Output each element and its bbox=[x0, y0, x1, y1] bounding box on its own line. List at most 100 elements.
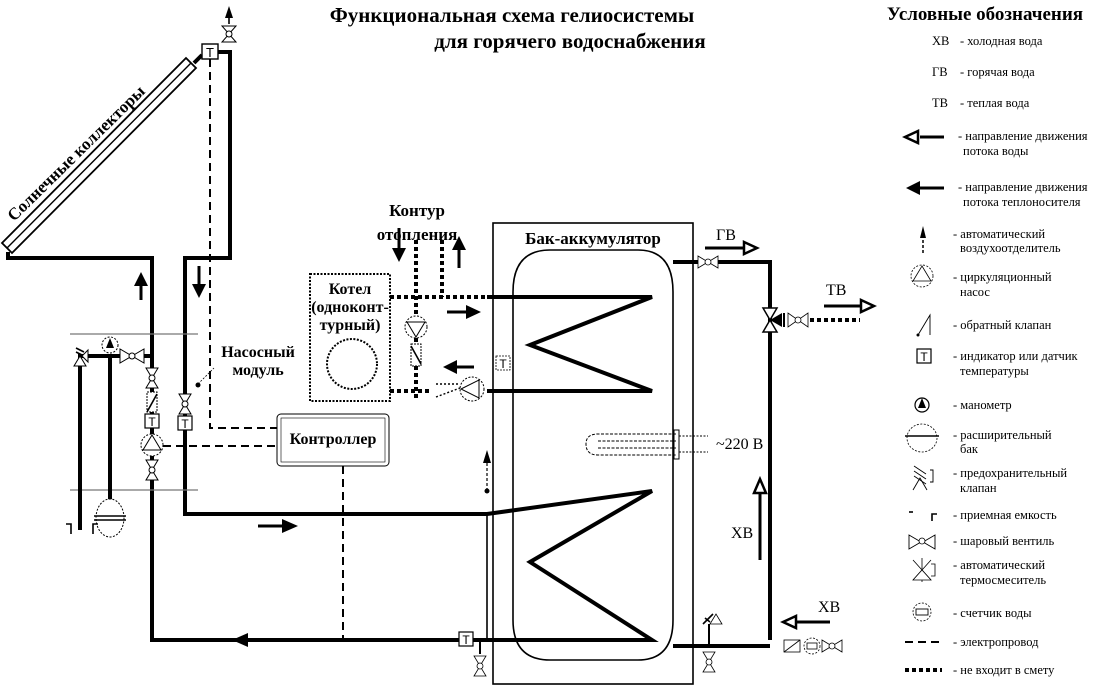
svg-text:термосмеситель: термосмеситель bbox=[960, 573, 1046, 587]
svg-text:- счетчик воды: - счетчик воды bbox=[953, 606, 1032, 620]
warm-water-arrow bbox=[824, 298, 877, 314]
circulation-pump-icon bbox=[140, 433, 164, 457]
check-valve-icon bbox=[410, 343, 422, 367]
collector-return-pipe bbox=[183, 50, 487, 516]
legend-item-temp-sensor: Т - индикатор или датчик температуры bbox=[916, 348, 1079, 378]
pump-module-label-line1: Насосный bbox=[221, 344, 295, 361]
svg-text:- обратный клапан: - обратный клапан bbox=[953, 318, 1052, 332]
check-valve-icon bbox=[783, 639, 801, 653]
cold-water-label-1: ХВ bbox=[731, 525, 753, 542]
diagram-title-line1: Функциональная схема гелиосистемы bbox=[330, 3, 695, 27]
legend-item-coolant-flow: - направление движения потока теплоносит… bbox=[906, 180, 1088, 209]
svg-text:- приемная емкость: - приемная емкость bbox=[953, 508, 1057, 522]
controller-box: Контроллер bbox=[276, 413, 390, 467]
ball-valve-icon bbox=[119, 348, 145, 364]
legend-item-container: - приемная емкость bbox=[909, 508, 1057, 522]
air-vent-icon bbox=[920, 226, 926, 254]
cold-water-label-2: ХВ bbox=[818, 599, 840, 616]
svg-text:- холодная вода: - холодная вода bbox=[960, 34, 1043, 48]
ball-valve-icon bbox=[787, 312, 809, 328]
svg-text:- шаровый вентиль: - шаровый вентиль bbox=[953, 534, 1055, 548]
water-meter-icon bbox=[803, 637, 821, 655]
flow-arrow-left bbox=[443, 360, 474, 374]
temperature-sensor-icon: Т bbox=[144, 413, 160, 429]
svg-text:ХВ: ХВ bbox=[932, 34, 949, 48]
legend-item-air-vent: - автоматический воздухоотделитель bbox=[920, 226, 1061, 255]
collector-outlet bbox=[192, 53, 204, 65]
electric-heater: ~220 В bbox=[585, 429, 763, 460]
svg-text:Т: Т bbox=[148, 415, 156, 429]
svg-text:ТВ: ТВ bbox=[932, 96, 948, 110]
hot-water-arrow bbox=[705, 240, 760, 256]
boiler-label-line3: турный) bbox=[320, 317, 381, 334]
svg-text:- циркуляционный: - циркуляционный bbox=[953, 270, 1052, 284]
legend-item-water-meter: - счетчик воды bbox=[912, 602, 1032, 622]
heating-arrow-down bbox=[392, 228, 406, 262]
svg-text:- направление движения: - направление движения bbox=[958, 180, 1088, 194]
svg-text:- индикатор или датчик: - индикатор или датчик bbox=[953, 349, 1079, 363]
warm-water-label: ТВ bbox=[826, 282, 846, 299]
legend-item-thermo-mixer: - автоматический термосмеситель bbox=[912, 558, 1046, 587]
solar-collectors-label: Солнечные коллекторы bbox=[3, 82, 148, 225]
ball-valve-icon bbox=[908, 534, 936, 550]
solid-arrow-left-icon bbox=[906, 181, 944, 195]
svg-text:- манометр: - манометр bbox=[953, 398, 1012, 412]
svg-text:- не входит в смету: - не входит в смету bbox=[953, 663, 1055, 677]
storage-tank: Бак-аккумулятор bbox=[492, 222, 694, 685]
check-valve-icon bbox=[916, 313, 931, 337]
svg-text:- расширительный: - расширительный bbox=[953, 428, 1052, 442]
legend-item-cold: ХВ - холодная вода bbox=[932, 34, 1043, 48]
svg-text:- предохранительный: - предохранительный bbox=[953, 466, 1067, 480]
manometer-icon bbox=[914, 397, 930, 413]
sensor-wire-collector bbox=[209, 59, 280, 429]
ball-valve-icon bbox=[821, 639, 843, 653]
tank-label: Бак-аккумулятор bbox=[525, 229, 661, 248]
legend-item-manometer: - манометр bbox=[914, 397, 1012, 413]
controller-tank-sensor-wire bbox=[342, 466, 465, 641]
boiler-label-line1: Котел bbox=[329, 281, 372, 298]
svg-text:- автоматический: - автоматический bbox=[953, 227, 1045, 241]
legend-item-electric-wire: - электропровод bbox=[905, 635, 1039, 649]
legend-title: Условные обозначения bbox=[887, 4, 1083, 25]
manometer-icon bbox=[101, 336, 119, 354]
svg-text:- электропровод: - электропровод bbox=[953, 635, 1039, 649]
air-vent-icon bbox=[220, 6, 238, 43]
svg-text:потока теплоносителя: потока теплоносителя bbox=[963, 195, 1081, 209]
legend-item-water-flow: - направление движения потока воды bbox=[902, 129, 1088, 158]
upper-heat-coil bbox=[487, 295, 653, 393]
air-vent-icon bbox=[483, 450, 491, 494]
heating-arrow-up bbox=[452, 236, 466, 268]
ball-valve-icon bbox=[145, 459, 159, 481]
water-meter-icon bbox=[912, 602, 932, 622]
legend-item-ball-valve: - шаровый вентиль bbox=[908, 534, 1055, 550]
cold-water-arrow-left bbox=[780, 614, 830, 630]
svg-text:- теплая вода: - теплая вода bbox=[960, 96, 1030, 110]
temperature-sensor-icon: Т bbox=[495, 355, 511, 371]
svg-text:Т: Т bbox=[181, 417, 189, 431]
circulation-pump-icon bbox=[910, 264, 934, 288]
svg-text:Т: Т bbox=[920, 350, 928, 364]
thermostatic-mixer-icon bbox=[761, 307, 785, 333]
boiler-box: Котел (одноконт- турный) bbox=[309, 273, 391, 402]
heating-circuit-label-line1: Контур bbox=[389, 201, 445, 220]
heating-circuit-label-line2: отопления bbox=[377, 225, 458, 244]
safety-valve-icon bbox=[73, 347, 89, 367]
legend-item-safety-valve: - предохранительный клапан bbox=[912, 465, 1067, 495]
svg-text:ГВ: ГВ bbox=[932, 65, 948, 79]
temperature-sensor-icon: Т bbox=[177, 415, 193, 431]
expansion-tank-icon bbox=[905, 423, 939, 453]
expansion-tank-icon bbox=[94, 498, 126, 538]
cold-water-arrow-up bbox=[752, 475, 768, 560]
controller-label: Контроллер bbox=[290, 431, 377, 448]
flow-arrow-up bbox=[134, 272, 148, 300]
flow-arrow-down bbox=[192, 266, 206, 298]
voltage-label: ~220 В bbox=[716, 436, 763, 453]
flow-arrow-left bbox=[232, 633, 282, 647]
ball-valve-icon bbox=[178, 393, 192, 415]
flow-arrow-right bbox=[447, 305, 481, 319]
boiler-label-line2: (одноконт- bbox=[311, 299, 389, 316]
legend-item-check-valve: - обратный клапан bbox=[916, 313, 1052, 337]
svg-text:Т: Т bbox=[206, 45, 214, 60]
svg-text:- направление движения: - направление движения bbox=[958, 129, 1088, 143]
